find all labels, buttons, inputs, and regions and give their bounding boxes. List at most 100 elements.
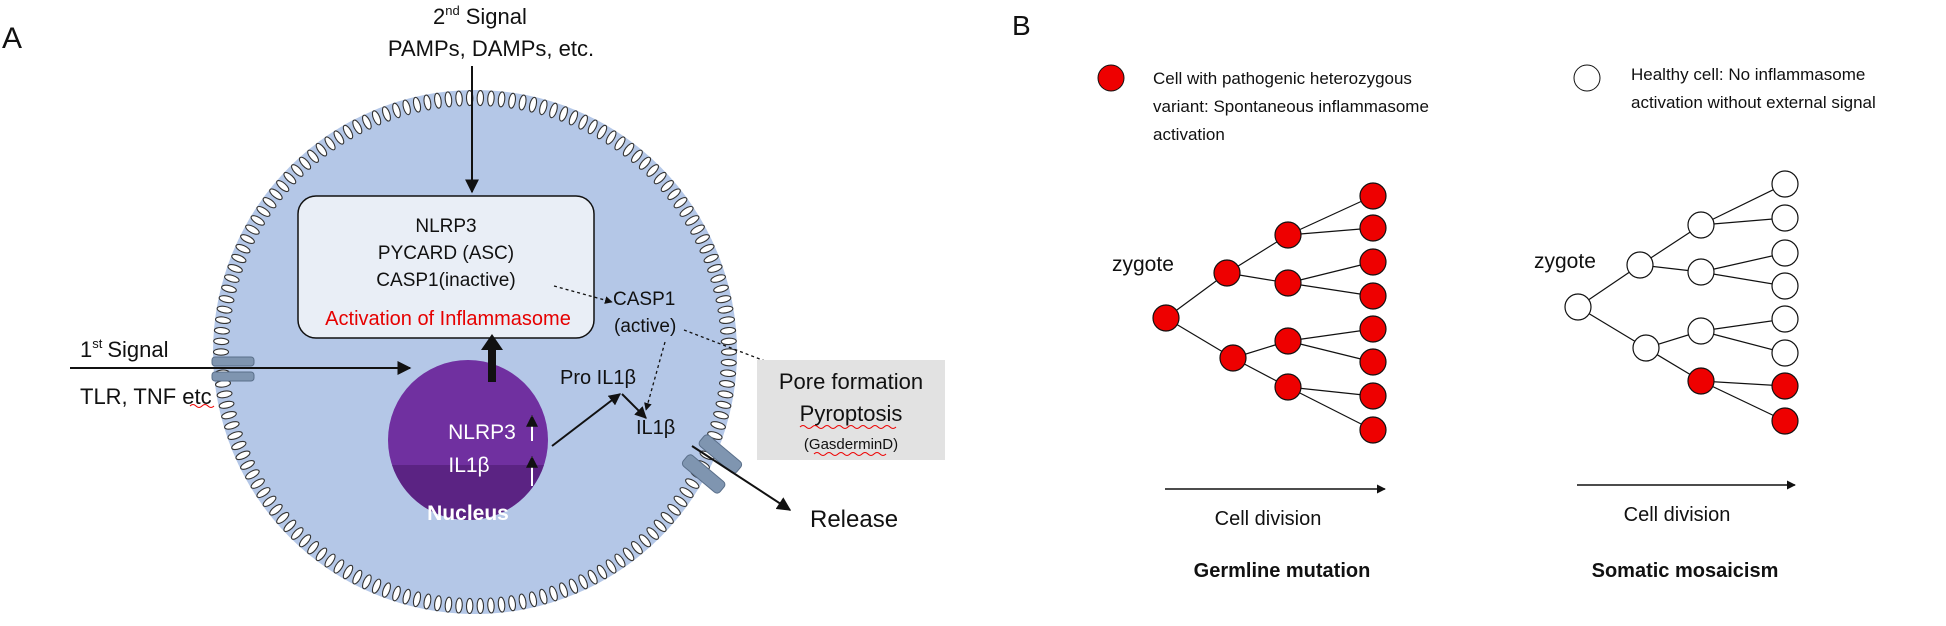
lipid-head <box>559 582 569 598</box>
lipid-head <box>250 478 265 489</box>
mutant-cell <box>1771 407 1799 435</box>
lipid-head <box>298 156 312 170</box>
lipid-head <box>218 400 235 409</box>
lipid-head <box>444 596 453 613</box>
lipid-head <box>269 188 283 201</box>
lipid-head <box>240 459 255 470</box>
lipid-head <box>685 215 700 226</box>
healthy-cell <box>1564 293 1592 321</box>
lipid-head <box>614 136 626 151</box>
legend-healthy-marker <box>1573 64 1601 92</box>
somatic-title: Somatic mosaicism <box>1592 560 1779 582</box>
lipid-head <box>307 541 320 555</box>
second-signal-agents: PAMPs, DAMPs, etc. <box>388 36 594 61</box>
lipid-head <box>568 110 579 126</box>
lipid-head <box>324 553 336 568</box>
lipid-head <box>371 110 382 126</box>
lipid-head <box>262 197 277 209</box>
lipid-head <box>587 119 598 135</box>
lipid-head <box>703 253 719 264</box>
lipid-head <box>718 316 735 325</box>
lipid-head <box>256 487 271 499</box>
lineage-edge <box>1700 330 1786 354</box>
nucleus: NLRP3 IL1β Nucleus <box>388 360 548 525</box>
lipid-head <box>455 90 463 107</box>
lipid-head <box>679 205 694 217</box>
lipid-head <box>695 234 710 245</box>
inflammasome-line-1: NLRP3 <box>415 216 476 237</box>
lipid-head <box>256 205 271 217</box>
healthy-cell <box>1687 258 1715 286</box>
pyroptosis-container <box>757 360 945 460</box>
lipid-head <box>392 102 401 119</box>
lipid-head <box>568 578 579 594</box>
mutant-cell <box>1274 221 1302 249</box>
lipid-head <box>605 130 617 145</box>
lipid-head <box>361 574 372 590</box>
lipid-head <box>227 431 243 440</box>
casp1-active-line-2: (active) <box>614 316 676 337</box>
lipid-head <box>215 316 232 325</box>
lipid-head <box>653 519 667 533</box>
lipid-head <box>720 358 737 367</box>
lipid-head <box>269 503 283 516</box>
lipid-head <box>720 348 738 356</box>
lipid-head <box>578 114 589 130</box>
spellcheck-underline-pyroptosis <box>799 425 897 429</box>
somatic-division-label: Cell division <box>1624 504 1731 526</box>
inflammasome-box: NLRP3 PYCARD (ASC) CASP1(inactive) Activ… <box>297 195 595 339</box>
lipid-head <box>218 295 235 304</box>
nucleus-gene-nlrp3: NLRP3 <box>448 421 516 444</box>
lipid-head <box>715 295 732 304</box>
cell-membrane <box>212 90 738 614</box>
lipid-head <box>539 588 548 605</box>
legend-mutant-line-1: Cell with pathogenic heterozygous <box>1153 69 1412 88</box>
mutant-cell <box>1274 373 1302 401</box>
mutant-cell <box>1359 348 1387 376</box>
lineage-edge <box>1287 386 1374 431</box>
lipid-head <box>283 171 297 185</box>
lipid-head <box>718 379 735 388</box>
panel-b: B Cell with pathogenic heterozygous vari… <box>1012 10 1876 582</box>
lineage-edge <box>1700 252 1786 273</box>
healthy-cell <box>1771 239 1799 267</box>
lipid-head <box>212 348 230 356</box>
legend-healthy-line-1: Healthy cell: No inflammasome <box>1631 65 1865 84</box>
lipid-head <box>653 171 667 185</box>
lipid-head <box>673 197 688 209</box>
cleavage-arrow <box>621 393 647 419</box>
lipid-head <box>717 305 734 314</box>
lipid-head <box>720 369 737 378</box>
lipid-head <box>240 234 255 245</box>
lipid-head <box>361 114 372 130</box>
lipid-head <box>444 91 453 108</box>
germline-zygote-label: zygote <box>1112 253 1174 276</box>
pore-formation: Pore formation <box>779 369 923 394</box>
mutant-cell <box>1359 382 1387 410</box>
mutant-cell <box>1359 416 1387 444</box>
lipid-head <box>638 156 652 170</box>
somatic-lineage-tree <box>1564 170 1799 435</box>
lineage-edge <box>1700 380 1786 422</box>
mutant-cell <box>1152 304 1180 332</box>
lipid-head <box>291 527 304 540</box>
gasdermind: (GasderminD) <box>804 436 898 453</box>
spellcheck-underline-gasdermind <box>813 452 887 456</box>
lipid-head <box>221 284 237 294</box>
lipid-head <box>596 564 608 580</box>
healthy-cell <box>1626 251 1654 279</box>
tlr-receptor-channel <box>211 356 255 367</box>
legend-mutant-line-2: variant: Spontaneous inflammasome <box>1153 97 1429 116</box>
lineage-edge <box>1700 217 1786 226</box>
lineage-edge <box>1287 261 1374 284</box>
inflammasome-line-3: CASP1(inactive) <box>376 270 515 291</box>
lipid-head <box>549 585 558 602</box>
lipid-head <box>476 597 485 614</box>
lineage-edge <box>1700 183 1786 226</box>
healthy-cell <box>1771 170 1799 198</box>
legend-mutant-line-3: activation <box>1153 125 1225 144</box>
lipid-head <box>392 585 401 602</box>
lipid-head <box>587 569 598 585</box>
